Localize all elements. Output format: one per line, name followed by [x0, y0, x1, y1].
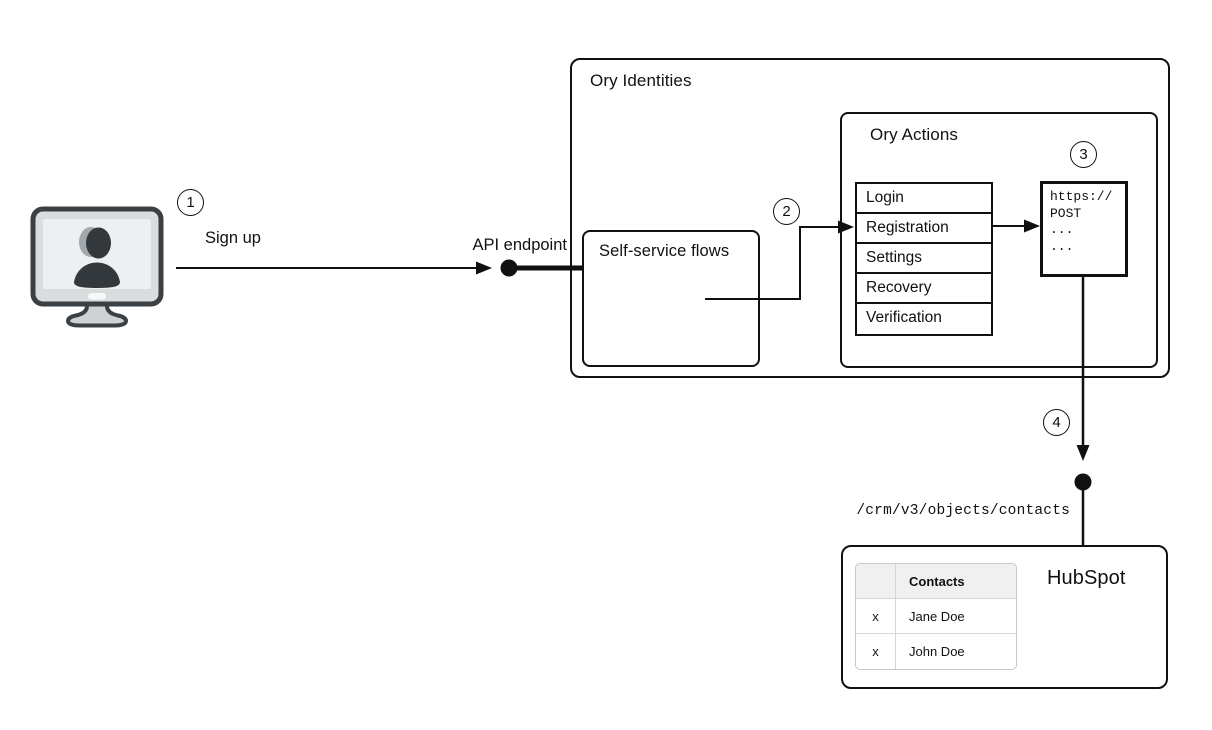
webhook-line-url: https:// — [1050, 189, 1113, 204]
webhook-line-ellipsis-1: ... — [1050, 222, 1074, 237]
webhook-line-ellipsis-2: ... — [1050, 238, 1074, 254]
flows-table: Login Registration Settings Recovery Ver… — [855, 182, 993, 336]
contacts-table: Contacts x Jane Doe x John Doe — [855, 563, 1017, 670]
user-computer-icon — [30, 206, 165, 328]
step-badge-1: 1 — [177, 189, 204, 216]
step-badge-3: 3 — [1070, 141, 1097, 168]
self-service-flows-box: Self-service flows — [582, 230, 760, 367]
flow-row-verification: Verification — [866, 309, 942, 326]
contacts-header-row: Contacts — [856, 564, 1016, 599]
contacts-header-empty — [856, 564, 896, 598]
api-endpoint-label: API endpoint — [472, 236, 568, 254]
step-badge-4: 4 — [1043, 409, 1070, 436]
contacts-row-1: x Jane Doe — [856, 599, 1016, 634]
contacts-row-1-name: Jane Doe — [909, 608, 965, 624]
crm-endpoint-dot — [1074, 473, 1092, 491]
sign-up-label: Sign up — [205, 229, 261, 247]
hubspot-title: HubSpot — [1047, 567, 1126, 589]
webhook-request-box: https:// POST ... ... — [1040, 181, 1128, 277]
ory-actions-title: Ory Actions — [870, 125, 959, 144]
flow-row-recovery: Recovery — [857, 274, 991, 304]
webhook-line-method: POST — [1050, 205, 1082, 221]
api-endpoint-dot — [500, 259, 518, 277]
flow-row-login: Login — [857, 184, 991, 214]
contacts-row-2: x John Doe — [856, 634, 1016, 669]
down-arrowhead — [1076, 445, 1090, 461]
signup-arrowhead — [476, 261, 492, 275]
self-service-flows-title: Self-service flows — [599, 242, 730, 260]
crm-path-label: /crm/v3/objects/contacts — [856, 503, 1070, 519]
contacts-row-1-check: x — [856, 599, 896, 633]
contacts-row-2-name: John Doe — [909, 644, 965, 659]
flow-row-registration: Registration — [857, 214, 991, 244]
contacts-row-2-check: x — [856, 634, 896, 669]
contacts-header-label: Contacts — [909, 573, 965, 589]
step-badge-2: 2 — [773, 198, 800, 225]
flow-row-settings: Settings — [857, 244, 991, 274]
ory-identities-title: Ory Identities — [590, 71, 692, 90]
